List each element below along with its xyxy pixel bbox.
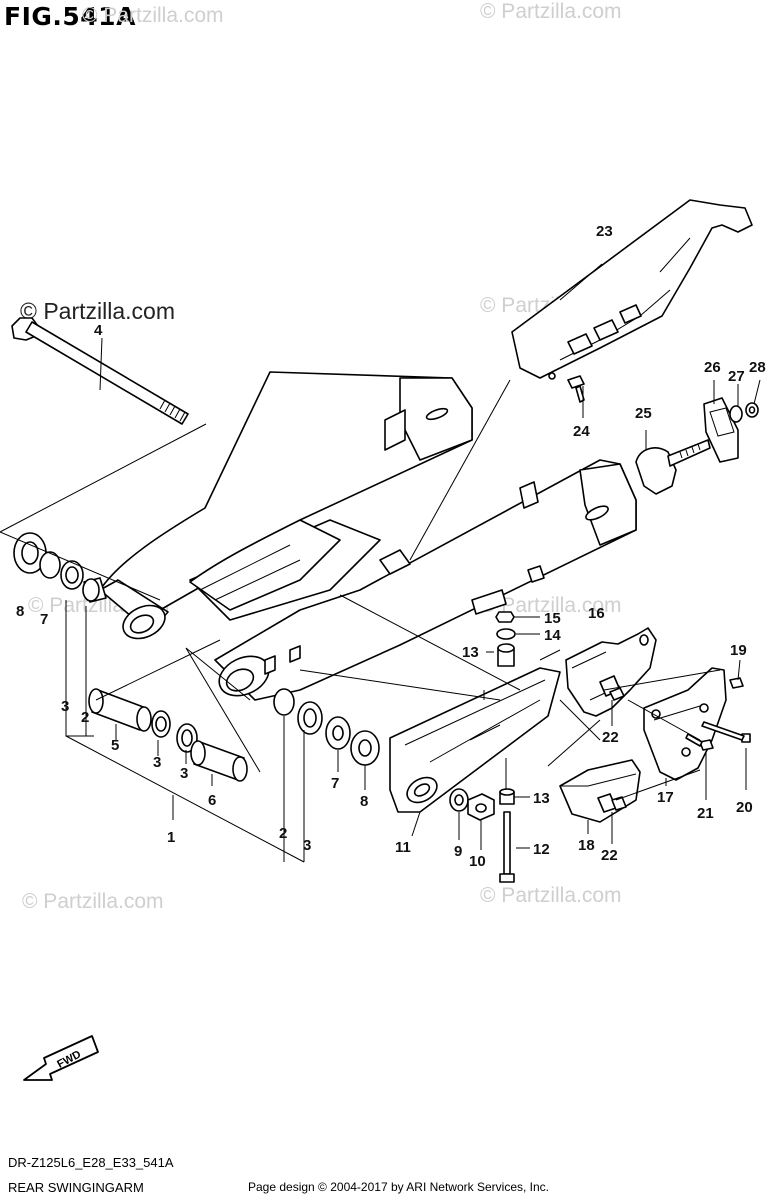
callout-3[interactable]: 3: [153, 754, 161, 771]
watermark: © Partzilla.com: [480, 0, 622, 23]
chain-slider-part-11[interactable]: [389, 667, 561, 813]
callout-18[interactable]: 18: [578, 837, 595, 854]
callout-6[interactable]: 6: [208, 792, 216, 809]
callout-10[interactable]: 10: [469, 853, 486, 870]
callout-3[interactable]: 3: [61, 698, 69, 715]
callout-26[interactable]: 26: [704, 359, 721, 376]
callout-5[interactable]: 5: [111, 737, 119, 754]
callout-9[interactable]: 9: [454, 843, 462, 860]
callout-11[interactable]: 11: [395, 839, 411, 856]
watermark: © Partzilla.com: [22, 890, 164, 913]
callout-15[interactable]: 15: [544, 610, 561, 627]
callout-17[interactable]: 17: [657, 789, 674, 806]
callout-19[interactable]: 19: [730, 642, 747, 659]
callout-14[interactable]: 14: [544, 627, 561, 644]
callout-8[interactable]: 8: [360, 793, 368, 810]
lower-hardware[interactable]: [88, 688, 380, 782]
callout-27[interactable]: 27: [728, 368, 745, 385]
left-hardware[interactable]: [13, 532, 107, 603]
callout-2[interactable]: 2: [81, 709, 89, 726]
watermark: © Partzilla.com: [82, 4, 224, 27]
callout-22[interactable]: 22: [601, 847, 618, 864]
callout-3[interactable]: 3: [180, 765, 188, 782]
chain-guard-part-23[interactable]: [511, 199, 753, 380]
callout-labels: 1 2 2 3 3 3 3 4 5 6 7 7 8 8 9 10 11 12 1…: [16, 223, 766, 870]
callout-28[interactable]: 28: [749, 359, 766, 376]
pivot-bolt-part-4[interactable]: [11, 317, 189, 425]
callout-1[interactable]: 1: [167, 829, 175, 846]
callout-21[interactable]: 21: [697, 805, 714, 822]
bolts-parts-19-21[interactable]: [685, 677, 751, 751]
callout-3[interactable]: 3: [303, 837, 311, 854]
watermark: © Partzilla.com: [480, 884, 622, 907]
callout-7[interactable]: 7: [331, 775, 339, 792]
model-code: DR-Z125L6_E28_E33_541A: [8, 1155, 174, 1170]
callout-13[interactable]: 13: [462, 644, 479, 661]
bracket-part-17[interactable]: [643, 667, 727, 781]
callout-8[interactable]: 8: [16, 603, 24, 620]
swingarm-body-part-1[interactable]: [99, 371, 637, 703]
watermark: © Partzilla.com: [480, 594, 622, 617]
watermark-main: © Partzilla.com: [20, 298, 175, 324]
callout-4[interactable]: 4: [94, 322, 103, 339]
callout-20[interactable]: 20: [736, 799, 753, 816]
callout-22[interactable]: 22: [602, 729, 619, 746]
callout-24[interactable]: 24: [573, 423, 590, 440]
bolt-part-24[interactable]: [567, 375, 585, 403]
callout-12[interactable]: 12: [533, 841, 550, 858]
leader-lines: [0, 263, 761, 863]
figure-title: FIG.541A: [4, 2, 136, 31]
callout-13[interactable]: 13: [533, 790, 550, 807]
fwd-arrow-icon: FWD: [23, 1035, 99, 1081]
small-hardware[interactable]: [449, 611, 516, 883]
copyright-notice: Page design © 2004-2017 by ARI Network S…: [248, 1180, 550, 1194]
callout-7[interactable]: 7: [40, 611, 48, 628]
callout-23[interactable]: 23: [596, 223, 613, 240]
bracket-part-16[interactable]: [565, 627, 657, 717]
section-name: REAR SWINGINGARM: [8, 1180, 144, 1195]
callout-25[interactable]: 25: [635, 405, 652, 422]
block-part-18[interactable]: [559, 759, 641, 823]
callout-2[interactable]: 2: [279, 825, 287, 842]
chain-adjuster-parts-25-28[interactable]: [635, 397, 759, 495]
callout-16[interactable]: 16: [588, 605, 605, 622]
